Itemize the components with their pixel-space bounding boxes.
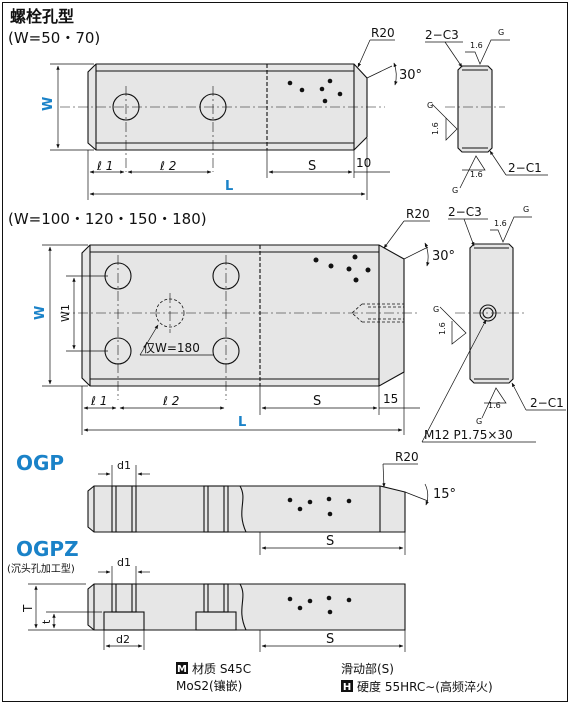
material-icon-box xyxy=(176,662,188,674)
dim-s: S xyxy=(308,159,316,174)
radius-label: R20 xyxy=(371,26,395,40)
grind-label: G xyxy=(427,101,433,110)
chamfer-c3-label: 2−C3 xyxy=(448,205,482,219)
ogpz-side-view xyxy=(87,583,406,631)
roughness-label: 1.6 xyxy=(431,122,440,135)
graphite-dots xyxy=(287,595,352,615)
plate-top-view xyxy=(60,63,385,172)
angle-label: 30° xyxy=(432,249,455,264)
section2-widths: (W=100・120・150・180) xyxy=(8,210,207,228)
ogp-title: OGP xyxy=(16,451,64,475)
chamfer-c3-label: 2−C3 xyxy=(425,28,459,42)
roughness-label: 1.6 xyxy=(494,219,507,228)
dim-d1: d1 xyxy=(117,459,131,472)
ogpz-title: OGPZ xyxy=(16,537,79,561)
angle-label: 30° xyxy=(399,68,422,83)
dim-w1: W1 xyxy=(59,304,72,322)
chamfer-c1-label: 2−C1 xyxy=(530,396,564,410)
dim-l: L xyxy=(238,415,246,430)
grind-label: G xyxy=(452,186,458,195)
thread-label: M12 P1.75×30 xyxy=(424,428,513,442)
roughness-label: 1.6 xyxy=(470,170,483,179)
roughness-label: 1.6 xyxy=(470,41,483,50)
material-spec: M 材质 S45C MoS2(镶嵌) xyxy=(176,662,251,693)
plate-side-view xyxy=(455,243,525,384)
roughness-label: 1.6 xyxy=(488,401,501,410)
graphite-dots xyxy=(287,78,343,104)
graphite-dots xyxy=(287,496,352,517)
dim-s: S xyxy=(313,394,321,409)
material-icon: M xyxy=(177,664,187,675)
dim-t-upper: T xyxy=(21,604,35,613)
grind-label: G xyxy=(433,305,439,314)
section1-widths: (W=50・70) xyxy=(8,29,100,47)
dim-l1: ℓ 1 xyxy=(90,394,107,408)
graphite-dots xyxy=(313,254,371,283)
plate-side-view xyxy=(445,65,505,153)
dim-l: L xyxy=(225,179,233,194)
slide-text: 滑动部(S) xyxy=(341,661,394,676)
plate-top-view xyxy=(60,244,420,400)
hardness-text: 硬度 55HRC∼(高频淬火) xyxy=(357,679,493,694)
grind-label: G xyxy=(498,28,504,37)
radius-label: R20 xyxy=(406,207,430,221)
lubricant-text: MoS2(镶嵌) xyxy=(176,678,242,693)
dim-10: 10 xyxy=(356,156,371,170)
grind-label: G xyxy=(523,205,529,214)
ogpz-subtitle: (沉头孔加工型) xyxy=(7,562,75,575)
dim-w: W xyxy=(41,97,56,111)
hardness-icon: H xyxy=(343,682,351,693)
dim-l1: ℓ 1 xyxy=(96,159,113,173)
note-w180: 仅W=180 xyxy=(143,341,200,355)
hardness-icon-box xyxy=(341,680,353,692)
dim-s: S xyxy=(326,534,334,549)
dim-15: 15 xyxy=(383,392,398,406)
roughness-label: 1.6 xyxy=(438,322,447,335)
hardness-spec: 滑动部(S) H 硬度 55HRC∼(高频淬火) xyxy=(341,661,493,694)
ogp-side-view xyxy=(87,485,406,533)
dim-t-lower: t xyxy=(40,619,53,624)
grind-label: G xyxy=(476,417,482,426)
dim-l2: ℓ 2 xyxy=(159,159,176,173)
tapped-hole-hidden xyxy=(351,303,404,323)
dim-d1: d1 xyxy=(117,556,131,569)
radius-label: R20 xyxy=(395,450,419,464)
dim-s: S xyxy=(326,632,334,647)
chamfer-c1-label: 2−C1 xyxy=(508,161,542,175)
material-text: 材质 S45C xyxy=(192,662,251,676)
section1-title: 螺栓孔型 xyxy=(10,7,74,26)
dim-w: W xyxy=(33,306,48,320)
dim-l2: ℓ 2 xyxy=(162,394,179,408)
dim-d2: d2 xyxy=(116,633,130,646)
angle-label: 15° xyxy=(433,487,456,502)
